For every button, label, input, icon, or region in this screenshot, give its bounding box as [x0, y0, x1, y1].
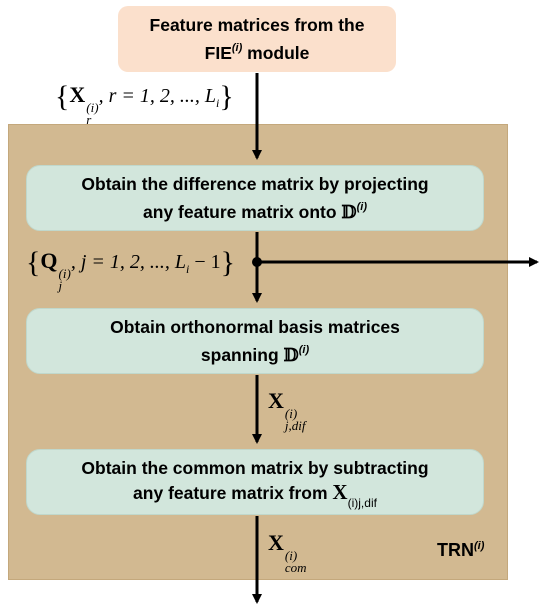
x-dif-label: X(i)j,dif [268, 388, 305, 432]
fie-box-line2: FIE(i) module [205, 37, 310, 65]
trn-module-label: TRN(i) [437, 540, 484, 561]
q-set-sup: (i) [58, 266, 71, 281]
q-set-last: L [174, 251, 186, 273]
common-matrix-step-box: Obtain the common matrix by subtracting … [26, 449, 484, 515]
step2-line2-text: spanning [200, 344, 284, 365]
input-set-last: L [204, 85, 216, 107]
x-com-sub: com [284, 560, 307, 575]
q-set-scripts: (i)j [58, 266, 71, 293]
x-com-scripts: (i)com [284, 548, 307, 575]
q-set-sub: j [58, 278, 63, 293]
step3-line2: any feature matrix from X(i)j,dif [133, 480, 377, 509]
input-set-sub: r [86, 112, 92, 127]
input-set-last-sub: i [215, 96, 220, 110]
step3-x-scripts: (i)j,dif [348, 496, 377, 510]
fie-label: FIE [204, 42, 232, 63]
q-set-close: } [220, 246, 236, 279]
step1-line2: any feature matrix onto 𝔻(i) [143, 196, 367, 225]
orthonormal-basis-step-box: Obtain orthonormal basis matrices spanni… [26, 308, 484, 374]
difference-matrix-step-box: Obtain the difference matrix by projecti… [26, 165, 484, 231]
step1-sup: (i) [356, 200, 367, 213]
fie-box-line1: Feature matrices from the [149, 15, 365, 36]
step3-line2-text: any feature matrix from [133, 482, 333, 503]
input-set-range: , r = 1, 2, ..., [98, 85, 205, 107]
step3-line1: Obtain the common matrix by subtracting [81, 457, 429, 478]
step1-line2-text: any feature matrix onto [143, 201, 342, 222]
q-set-tail: − 1 [189, 251, 221, 273]
q-set-last-sub: i [186, 262, 190, 276]
q-set-open: { [26, 246, 41, 279]
step2-line1: Obtain orthonormal basis matrices [110, 316, 400, 337]
fie-sup: (i) [231, 42, 243, 55]
branch-junction-dot [252, 257, 262, 267]
step2-subspace-symbol: 𝔻 [283, 345, 299, 366]
step1-subspace-symbol: 𝔻 [341, 202, 357, 223]
q-set-range: , j = 1, 2, ..., [70, 251, 175, 273]
step2-sup: (i) [298, 343, 310, 356]
x-com-label: X(i)com [268, 530, 307, 574]
trn-sup: (i) [474, 540, 485, 552]
input-set-label: {X(i)r, r = 1, 2, ..., Li} [55, 80, 234, 126]
input-set-sup: (i) [86, 100, 99, 115]
step1-line1: Obtain the difference matrix by projecti… [81, 173, 429, 194]
q-set-symbol: Q [40, 248, 58, 273]
x-com-sup: (i) [284, 548, 298, 563]
input-set-open: { [55, 80, 70, 113]
x-com-symbol: X [268, 530, 284, 555]
step2-line2: spanning 𝔻(i) [201, 339, 309, 368]
x-dif-sub: j,dif [284, 418, 306, 433]
input-set-scripts: (i)r [86, 100, 99, 127]
x-dif-sup: (i) [284, 406, 298, 421]
x-dif-symbol: X [268, 388, 284, 413]
step3-x-sup: (i) [347, 495, 359, 510]
trn-text: TRN [437, 540, 474, 560]
fie-input-box: Feature matrices from the FIE(i) module [118, 6, 396, 72]
q-set-label: {Q(i)j, j = 1, 2, ..., Li − 1} [26, 246, 235, 292]
step3-x-symbol: X [332, 479, 348, 504]
x-dif-scripts: (i)j,dif [284, 406, 306, 433]
input-set-close: } [219, 80, 234, 113]
step3-x-sub: j,dif [358, 495, 377, 510]
fie-module-word: module [242, 42, 310, 63]
input-set-symbol: X [69, 82, 86, 107]
